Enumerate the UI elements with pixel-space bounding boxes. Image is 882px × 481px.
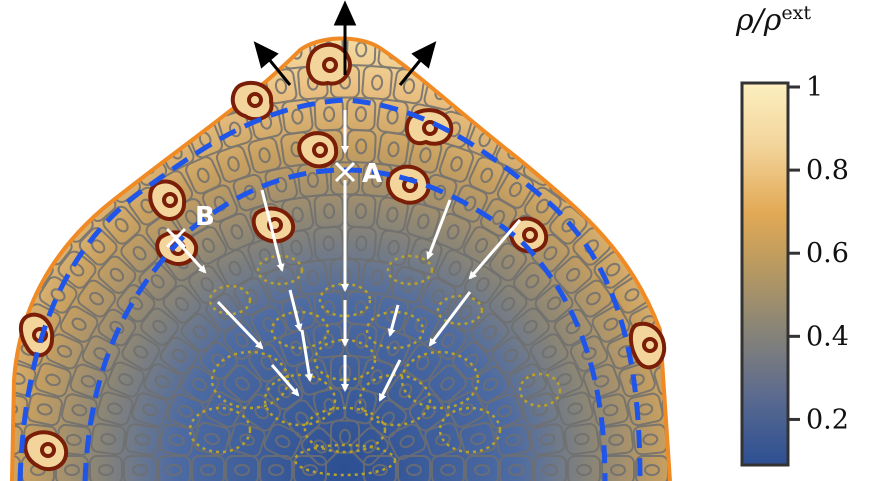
colorbar-tick-label: 0.8 (806, 155, 849, 186)
colorbar-tick-label: 0.4 (806, 321, 849, 352)
point-b-label: B (195, 202, 215, 232)
colorbar: 1 0.8 0.6 0.4 0.2 (742, 72, 849, 465)
colorbar-title: ρ/ρext (736, 2, 811, 38)
point-a-label: A (362, 159, 382, 189)
colorbar-tick-label: 0.6 (806, 238, 849, 269)
colorbar-tick-label: 0.2 (806, 404, 849, 435)
colorbar-tick-label: 1 (806, 72, 823, 103)
